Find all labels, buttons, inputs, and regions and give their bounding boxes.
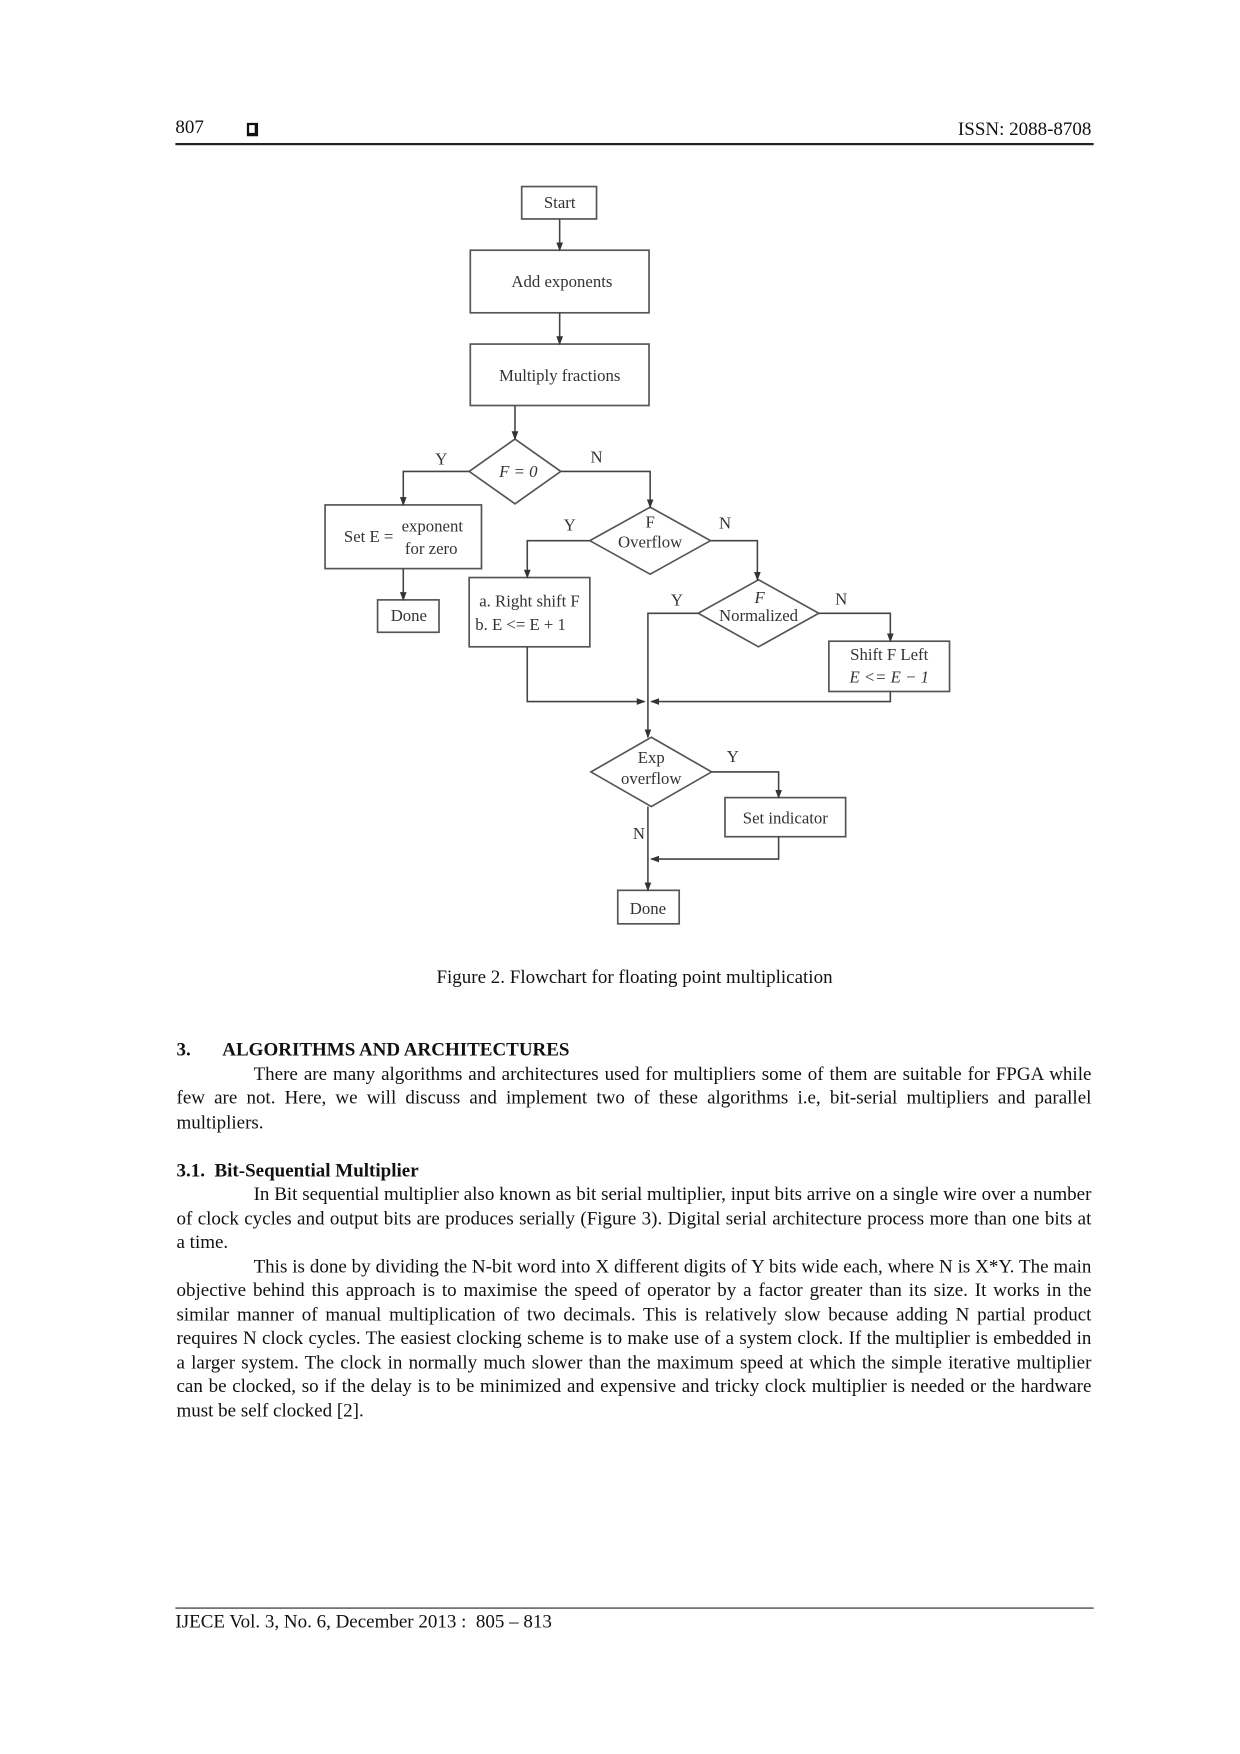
f-overflow-line2: Overflow (618, 532, 683, 551)
arrow (650, 836, 780, 863)
paragraph: This is done by dividing the N-bit word … (176, 1255, 1092, 1421)
paragraph: There are many algorithms and architectu… (176, 1062, 1092, 1133)
multiply-fractions-label: Multiply fractions (499, 366, 620, 385)
yes-label: Y (727, 747, 739, 766)
arrow (560, 470, 654, 509)
f-overflow-line1: F (645, 512, 654, 531)
no-label: N (835, 589, 847, 608)
yes-label: Y (564, 516, 576, 535)
start-label: Start (544, 193, 576, 212)
set-e-prefix: Set E = (344, 527, 393, 546)
f-zero-diamond (467, 437, 563, 505)
figure-caption: Figure 2. Flowchart for floating point m… (436, 966, 833, 988)
done-left-label: Done (391, 606, 427, 625)
right-shift-box (468, 576, 591, 648)
arrow (526, 646, 646, 705)
square-icon (246, 122, 259, 137)
right-shift-line1: a. Right shift F (479, 592, 580, 611)
arrow (711, 771, 782, 799)
shift-left-line1: Shift F Left (850, 645, 929, 664)
done-bottom-label: Done (630, 899, 666, 918)
footer-citation: IJECE Vol. 3, No. 6, December 2013 : 805… (175, 1610, 552, 1633)
issn: ISSN: 2088-8708 (957, 118, 1092, 140)
subsection-heading: 3.1. Bit-Sequential Multiplier (176, 1158, 419, 1181)
arrow (650, 691, 892, 705)
add-exponents-label: Add exponents (511, 272, 612, 291)
f-overflow-diamond (588, 506, 713, 576)
section-number: 3. (176, 1038, 191, 1061)
header-rule (175, 142, 1094, 145)
flowchart: Start Add exponents Multiply fractions F… (324, 185, 951, 925)
shift-left-line2: E <= E − 1 (848, 668, 929, 687)
yes-label: Y (671, 590, 683, 609)
set-indicator-label: Set indicator (743, 808, 829, 827)
yes-label: Y (435, 450, 447, 469)
set-indicator-box (724, 796, 847, 838)
no-label: N (590, 447, 602, 466)
no-label: N (633, 824, 645, 843)
section-heading: 3. ALGORITHMS AND ARCHITECTURES (177, 1038, 1092, 1062)
arrow (523, 539, 590, 579)
page-number: 807 (175, 116, 204, 138)
f-normalized-diamond (696, 578, 821, 648)
arrow (710, 539, 761, 581)
set-e-line2: for zero (405, 539, 458, 558)
f-zero-label: F = 0 (498, 462, 538, 481)
exp-overflow-diamond (589, 736, 714, 808)
arrow (399, 470, 470, 507)
paragraph: In Bit sequential multiplier also known … (176, 1183, 1092, 1253)
exp-overflow-line1: Exp (638, 748, 665, 767)
set-e-line1: exponent (402, 517, 464, 536)
f-normalized-line1: F (754, 588, 766, 607)
exp-overflow-line2: overflow (621, 769, 682, 788)
f-normalized-line2: Normalized (719, 606, 799, 625)
no-label: N (719, 513, 731, 532)
section-title: ALGORITHMS AND ARCHITECTURES (222, 1038, 570, 1061)
arrow (644, 612, 699, 739)
done-box-left (376, 599, 440, 634)
section-3: 3. ALGORITHMS AND ARCHITECTURES There are… (177, 1038, 1092, 1422)
footer-rule (175, 1607, 1094, 1609)
arrow (818, 612, 894, 643)
right-shift-line2: b. E <= E + 1 (475, 615, 566, 634)
